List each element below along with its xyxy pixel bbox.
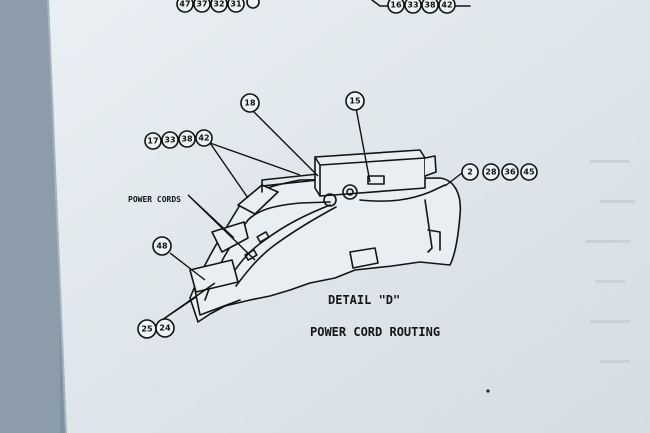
right-bracket [424, 199, 433, 253]
mounting-rail [261, 173, 319, 193]
power-unit-panel [367, 175, 385, 185]
callout-38-label: 38 [424, 1, 436, 10]
callout-48: 48 [152, 236, 172, 256]
callout-42b-circle [195, 129, 213, 147]
print-speck [486, 389, 490, 393]
callout-28-label: 28 [485, 168, 497, 177]
callout-48-label: 48 [156, 242, 168, 251]
callout-15: 15 [345, 91, 365, 111]
power-unit-side [424, 155, 437, 177]
callout-top-right: 16 33 38 42 [387, 0, 456, 14]
lower-edge [194, 289, 241, 316]
lower-plate [189, 259, 239, 293]
callout-top-left: 47 37 32 31 [176, 0, 260, 13]
callout-32-label: 32 [213, 0, 224, 9]
side-bracket [211, 221, 249, 253]
callout-17-circle [144, 132, 162, 150]
cord-clip-1 [256, 231, 270, 243]
cabinet-outline [189, 177, 462, 323]
callout-33-circle [404, 0, 422, 14]
fan-housing [342, 184, 358, 200]
callout-25-label: 25 [141, 325, 153, 334]
callout-partial-circle [246, 0, 260, 9]
callout-28-circle [482, 163, 500, 181]
hinged-panel [237, 184, 279, 215]
power-cords-label: POWER CORDS [128, 195, 181, 204]
callout-48-circle [152, 236, 172, 256]
callout-32-circle [210, 0, 228, 13]
callout-15-label: 15 [349, 97, 361, 106]
callout-45-circle [520, 163, 538, 181]
power-unit-edges [314, 156, 426, 197]
assembly-illustration [189, 149, 462, 323]
detail-caption: DETAIL "D" [328, 293, 400, 307]
callout-42-circle [438, 0, 456, 14]
callout-25-group: 25 24 [137, 318, 175, 339]
callout-33b-label: 33 [164, 136, 175, 145]
leader-lines [161, 107, 463, 321]
callout-38b-circle [178, 130, 196, 148]
callout-15-circle [345, 91, 365, 111]
callout-33-label: 33 [407, 1, 418, 10]
bleed-through-marks [585, 160, 635, 363]
callout-38b-label: 38 [181, 135, 193, 144]
callout-24-label: 24 [159, 324, 171, 333]
callout-47-circle [176, 0, 194, 13]
callout-24-circle [155, 318, 175, 338]
diagram-title: POWER CORD ROUTING [310, 325, 440, 339]
callout-16-circle [387, 0, 405, 14]
callout-42b-label: 42 [198, 134, 209, 143]
callout-2-group: 2 28 36 45 [461, 163, 538, 181]
callout-45-label: 45 [523, 168, 535, 177]
connector-ring [323, 193, 337, 207]
callout-16-label: 16 [390, 1, 402, 10]
callout-31-circle [227, 0, 245, 13]
callout-42-label: 42 [441, 1, 452, 10]
power-unit-box [314, 149, 426, 197]
power-cord-b [235, 206, 337, 287]
callout-47-label: 47 [179, 0, 190, 9]
page-edge [47, 0, 67, 433]
power-cord-c [359, 184, 446, 202]
terminal-block [349, 247, 379, 269]
fan-hub [346, 188, 354, 196]
callout-37-circle [193, 0, 211, 13]
callout-18: 18 [240, 93, 260, 113]
callout-36-circle [501, 163, 519, 181]
callout-18-circle [240, 93, 260, 113]
callout-2-circle [461, 163, 479, 181]
callout-38-circle [421, 0, 439, 14]
callout-17-group: 17 33 38 42 [144, 129, 213, 150]
callout-2-label: 2 [467, 168, 473, 177]
callout-37-label: 37 [196, 0, 207, 9]
callout-36-label: 36 [504, 168, 516, 177]
callout-17-label: 17 [147, 137, 158, 146]
right-latch [427, 229, 441, 251]
callout-31-label: 31 [230, 0, 242, 9]
callout-18-label: 18 [244, 99, 256, 108]
callout-33b-circle [161, 131, 179, 149]
